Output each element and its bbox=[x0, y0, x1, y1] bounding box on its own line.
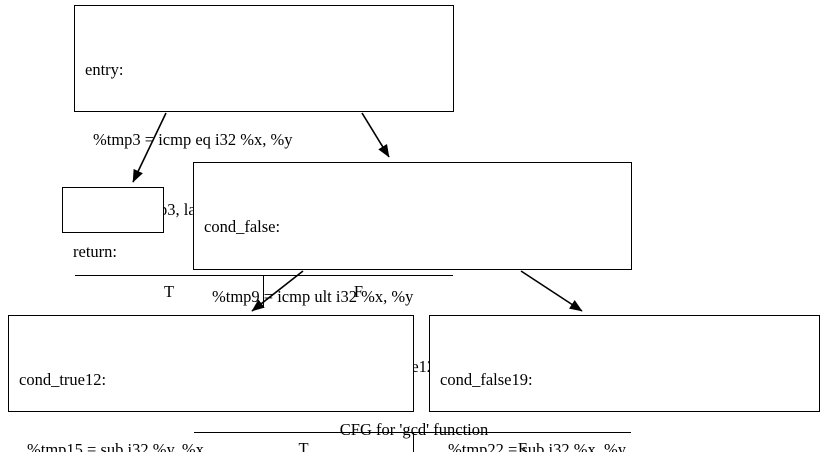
node-return[interactable]: return: ret i32 %x bbox=[62, 187, 164, 331]
node-cond-false-port-false[interactable]: F bbox=[413, 432, 631, 452]
node-cond-false[interactable]: cond_false: %tmp9 = icmp ult i32 %x, %y … bbox=[193, 162, 632, 452]
node-entry-label: entry: bbox=[85, 59, 124, 79]
node-cond-false19-instruction-0: %tmp22 = sub i32 %x, %y bbox=[448, 440, 626, 452]
node-cond-false-ports: T F bbox=[194, 431, 631, 452]
node-cond-false19[interactable]: cond_false19: %tmp22 = sub i32 %x, %y %t… bbox=[429, 315, 820, 452]
node-entry-port-true[interactable]: T bbox=[163, 281, 175, 301]
node-cond-false-port-true[interactable]: T bbox=[298, 438, 309, 452]
node-entry-instruction-0: %tmp3 = icmp eq i32 %x, %y bbox=[93, 130, 293, 150]
diagram-caption: CFG for 'gcd' function bbox=[339, 420, 489, 439]
node-cond-true12-instruction-0: %tmp15 = sub i32 %y, %x bbox=[27, 440, 204, 452]
node-return-label: return: bbox=[73, 241, 117, 261]
node-entry-ports: T F bbox=[75, 274, 453, 308]
node-cond-false-instruction-0: %tmp9 = icmp ult i32 %x, %y bbox=[212, 287, 414, 307]
node-entry-port-false[interactable]: F bbox=[263, 275, 453, 308]
node-cond-false19-body: cond_false19: %tmp22 = sub i32 %x, %y %t… bbox=[430, 316, 819, 452]
node-entry[interactable]: entry: %tmp3 = icmp eq i32 %x, %y br i1 … bbox=[74, 5, 454, 308]
node-cond-true12-body: cond_true12: %tmp15 = sub i32 %y, %x %tm… bbox=[9, 316, 413, 452]
node-cond-true12-label: cond_true12: bbox=[19, 369, 107, 389]
node-cond-true12[interactable]: cond_true12: %tmp15 = sub i32 %y, %x %tm… bbox=[8, 315, 414, 452]
node-cond-false19-label: cond_false19: bbox=[440, 369, 533, 389]
node-cond-false-label: cond_false: bbox=[204, 216, 281, 236]
